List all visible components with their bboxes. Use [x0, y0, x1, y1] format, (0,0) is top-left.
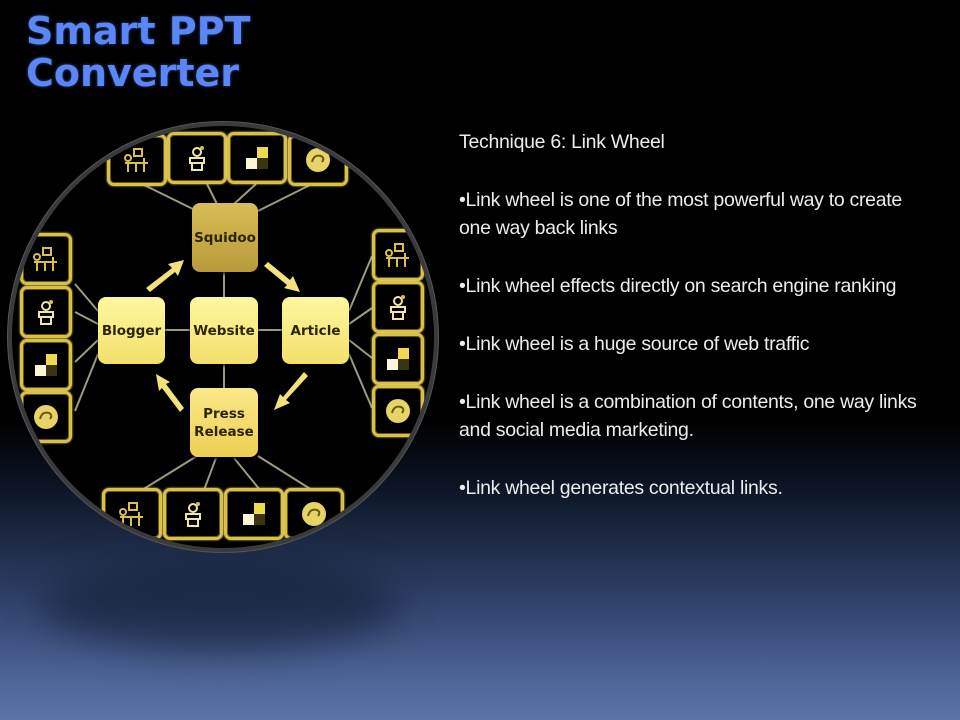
tile-bottom-4: [284, 488, 344, 540]
tile-left-4: [20, 391, 72, 443]
node-website-label: Website: [193, 322, 255, 339]
node-blogger: Blogger: [98, 297, 165, 364]
tile-left-3: [20, 339, 72, 391]
mascot-icon: [185, 502, 201, 527]
tile-left-2: [20, 286, 72, 338]
mascot-icon: [390, 295, 406, 320]
connector-lines: [74, 183, 373, 491]
bullet-4: •Link wheel is a combination of contents…: [459, 391, 917, 441]
node-press-release: Press Release: [190, 388, 258, 457]
bullet-5: •Link wheel generates contextual links.: [459, 477, 783, 499]
arrow-squidoo-to-article-icon: [264, 262, 300, 292]
checker-icon: [387, 348, 409, 370]
checker-icon: [243, 503, 265, 525]
checker-icon: [246, 147, 268, 169]
tile-bottom-1: [102, 488, 162, 540]
link-wheel-diagram: Squidoo Website Blogger Article Press Re…: [12, 126, 434, 548]
node-article-label: Article: [290, 322, 341, 339]
arrow-press-to-blogger-icon: [156, 374, 184, 412]
tile-left-1: [20, 233, 72, 285]
mascot-icon: [38, 300, 54, 325]
people-icon: [119, 502, 143, 526]
tile-top-2: [167, 132, 227, 184]
node-squidoo-label: Squidoo: [194, 229, 256, 246]
people-icon: [124, 148, 148, 172]
tile-top-3: [227, 132, 287, 184]
people-icon: [385, 243, 409, 267]
swirl-icon: [34, 405, 58, 429]
slide-content: Technique 6: Link Wheel •Link wheel is o…: [459, 128, 929, 532]
tile-bottom-2: [163, 488, 223, 540]
node-blogger-label: Blogger: [101, 322, 162, 339]
brand-line-2: Converter: [26, 51, 240, 95]
people-icon: [33, 247, 57, 271]
node-press-release-label-2: Release: [194, 423, 254, 440]
tile-bottom-3: [224, 488, 284, 540]
tile-right-3: [372, 333, 424, 385]
bullet-3: •Link wheel is a huge source of web traf…: [459, 333, 810, 355]
swirl-icon: [306, 148, 330, 172]
tile-right-4: [372, 385, 424, 437]
node-press-release-label-1: Press: [203, 405, 245, 422]
checker-icon: [35, 354, 57, 376]
bullet-1: •Link wheel is one of the most powerful …: [459, 189, 902, 239]
tile-right-2: [372, 281, 424, 333]
node-article: Article: [282, 297, 349, 364]
wheel-reflection: [40, 560, 400, 650]
brand-logo: Smart PPT Converter: [26, 10, 250, 94]
tile-top-1: [107, 134, 167, 186]
mascot-icon: [189, 146, 205, 171]
arrow-article-to-press-icon: [274, 372, 308, 410]
swirl-icon: [302, 502, 326, 526]
node-website: Website: [190, 297, 258, 364]
tile-right-1: [372, 229, 424, 281]
bullet-2: •Link wheel effects directly on search e…: [459, 275, 897, 297]
slide-heading: Technique 6: Link Wheel: [459, 131, 665, 153]
node-squidoo: Squidoo: [192, 203, 258, 272]
brand-line-1: Smart PPT: [26, 9, 251, 53]
swirl-icon: [386, 399, 410, 423]
tile-top-4: [288, 134, 348, 186]
arrow-blogger-to-squidoo-icon: [146, 260, 184, 292]
